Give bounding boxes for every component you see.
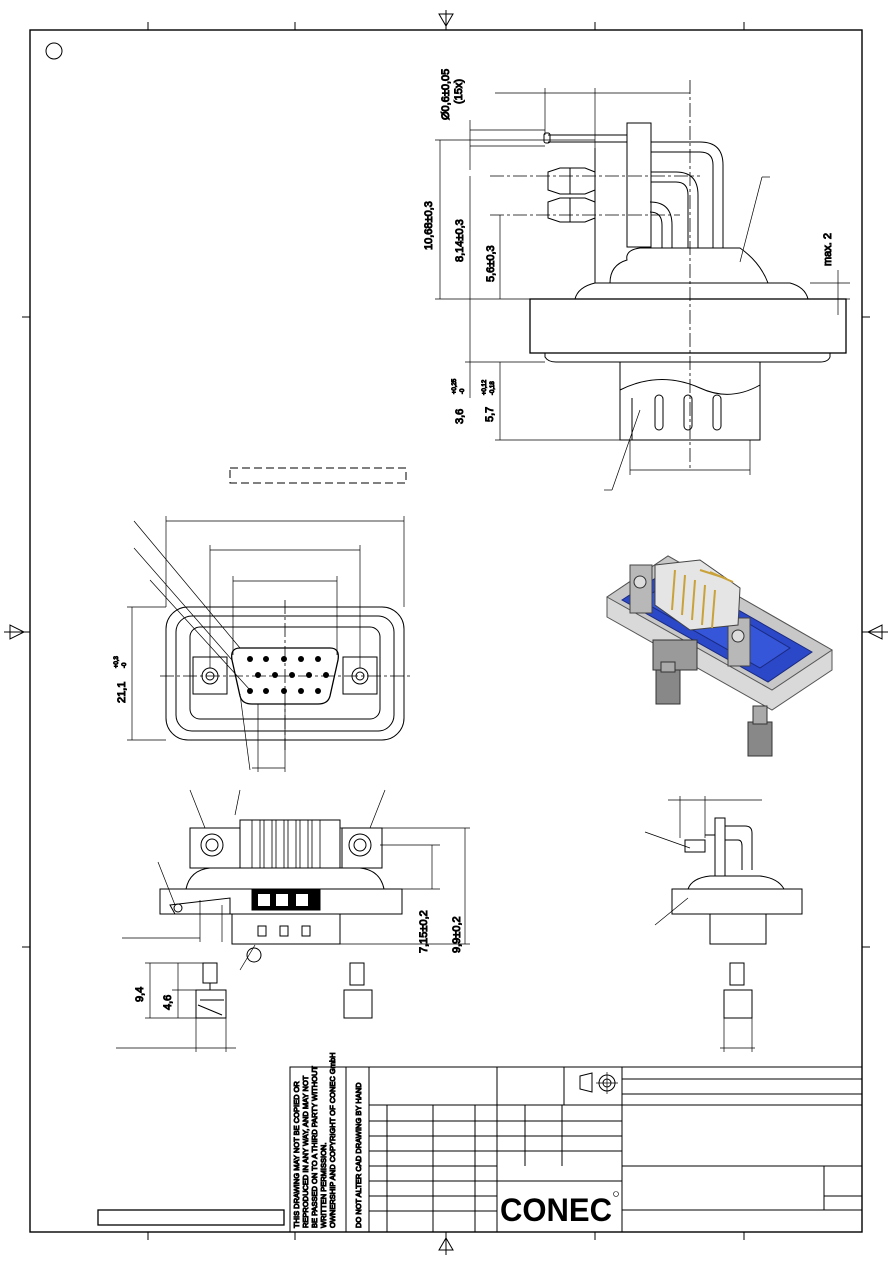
dim-front-height-tol-bottom: -0 bbox=[122, 662, 128, 668]
dim-front-height: 21,1 bbox=[116, 682, 128, 703]
right-side-view bbox=[671, 817, 803, 945]
screw-views bbox=[195, 962, 753, 1019]
border-ticks bbox=[22, 22, 870, 1240]
dim-height-10-68: 10,68±0,3 bbox=[423, 201, 435, 250]
isometric-render bbox=[606, 555, 833, 757]
dim-flange-5-7-tol-bottom: -0,18 bbox=[490, 381, 496, 395]
svg-text:OWNERSHIP AND COPYRIGHT OF CON: OWNERSHIP AND COPYRIGHT OF CONEC GmbH bbox=[328, 1052, 337, 1228]
dim-side-7-15: 7,15±0,2 bbox=[418, 910, 430, 953]
dim-flange-5-7: 5,7 bbox=[484, 407, 496, 422]
dashed-placeholder bbox=[229, 467, 407, 484]
svg-text:THIS DRAWING MAY NOT BE COPIED: THIS DRAWING MAY NOT BE COPIED OR bbox=[292, 1081, 301, 1228]
dim-screw-4-6: 4,6 bbox=[162, 995, 174, 1010]
dim-flange-3-6: 3,6 bbox=[454, 409, 466, 424]
top-dimension-lines bbox=[435, 88, 850, 491]
cad-note: DO NOT ALTER CAD DRAWING BY HAND bbox=[354, 1082, 363, 1228]
dim-height-8-14: 8,14±0,3 bbox=[454, 219, 466, 262]
reference-circle bbox=[45, 42, 63, 60]
dim-hole-diameter: Ø0,6±0,05 bbox=[440, 69, 452, 120]
screw-dimensions bbox=[116, 962, 755, 1052]
dim-hole-count: (15x) bbox=[453, 79, 465, 104]
title-block bbox=[289, 1066, 863, 1233]
dim-flange-5-7-tol-top: +0,12 bbox=[482, 379, 488, 395]
dim-height-5-6: 5,6±0,3 bbox=[485, 245, 497, 282]
svg-text:BE PASSED ON TO A THIRD PARTY: BE PASSED ON TO A THIRD PARTY WITHOUT bbox=[310, 1066, 319, 1228]
dim-side-9-9: 9,9±0,2 bbox=[451, 916, 463, 953]
copyright-text: THIS DRAWING MAY NOT BE COPIED OR REPROD… bbox=[292, 1052, 338, 1229]
svg-text:WRITTEN PERMISSION.: WRITTEN PERMISSION. bbox=[319, 1143, 328, 1228]
registered-mark bbox=[613, 1191, 619, 1197]
right-side-dimensions bbox=[644, 796, 762, 926]
center-marks bbox=[4, 10, 888, 1255]
side-view-top bbox=[490, 80, 847, 470]
dim-front-height-tol-top: +0,3 bbox=[114, 655, 120, 668]
svg-text:REPRODUCED IN ANY WAY, AND MAY: REPRODUCED IN ANY WAY, AND MAY NOT bbox=[301, 1075, 310, 1228]
front-dimension-lines bbox=[127, 516, 405, 772]
bottom-side-dimensions bbox=[122, 789, 470, 971]
dim-max-2: max. 2 bbox=[822, 233, 834, 266]
dim-screw-9-4: 9,4 bbox=[134, 987, 146, 1002]
label-box bbox=[97, 1209, 285, 1226]
dim-flange-3-6-tol-bottom: -0 bbox=[460, 388, 466, 394]
conec-logo: CONEC bbox=[500, 1192, 612, 1228]
dim-flange-3-6-tol-top: +0,25 bbox=[452, 378, 458, 394]
reference-circle-bottom bbox=[246, 947, 262, 963]
bottom-side-view bbox=[159, 819, 403, 945]
